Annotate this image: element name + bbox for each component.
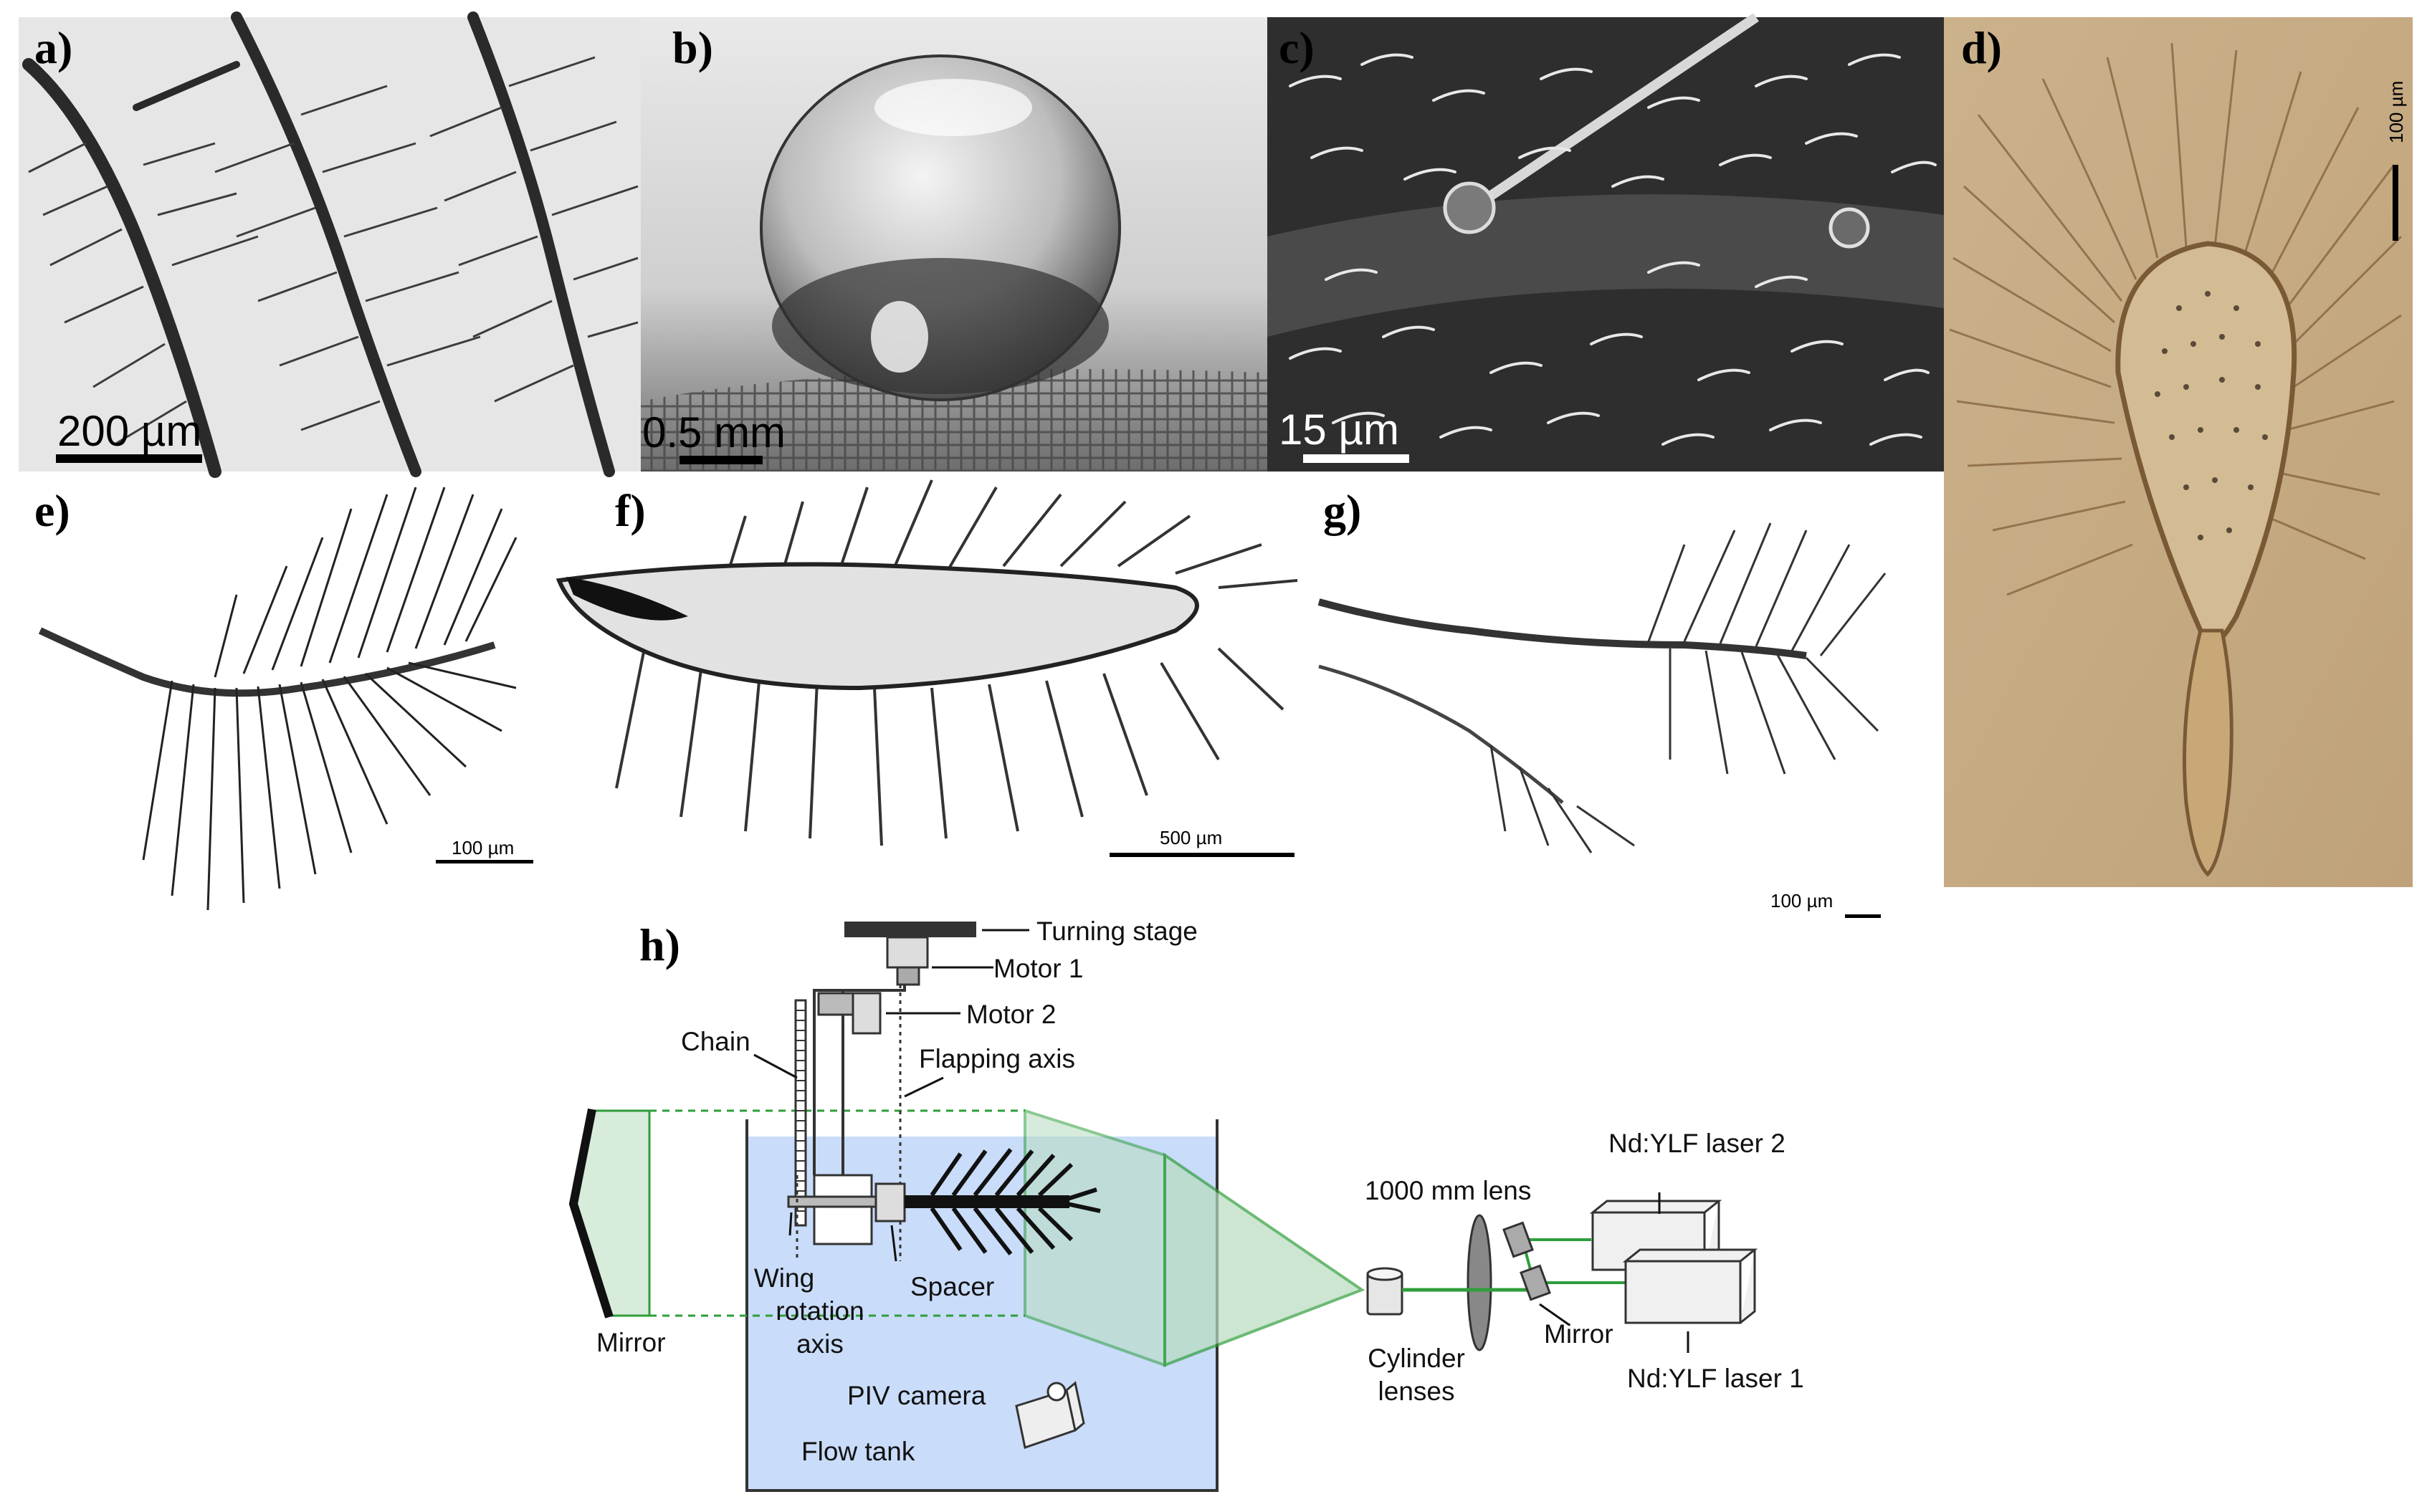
- laser-sheet-front: [1163, 1152, 1365, 1367]
- turning-stage-label: Turning stage: [1036, 917, 1198, 946]
- panel-c-scale-bar: [1303, 454, 1409, 463]
- cylinder-lenses-label-2: lenses: [1378, 1377, 1455, 1406]
- wing-g-hindwing: [1318, 664, 1564, 804]
- wing-f-bristles-bottom: [615, 644, 1284, 846]
- motor-2-mount: [817, 992, 854, 1016]
- panel-b-scale-bar: [680, 456, 763, 464]
- piv-camera-label: PIV camera: [847, 1381, 986, 1410]
- panel-f-scale-label: 500 µm: [1160, 827, 1222, 848]
- panel-e-scale-label: 100 µm: [452, 837, 514, 858]
- droplet-lower-band: [772, 258, 1109, 394]
- cylinder-lens-top: [1366, 1267, 1403, 1281]
- panel-g-label: g): [1323, 485, 1361, 536]
- wing-model-bristles: [930, 1148, 1101, 1255]
- piv-camera-lens: [1046, 1382, 1067, 1402]
- droplet-highlight: [874, 79, 1032, 136]
- panel-e-scale-bar: [436, 860, 533, 863]
- wing-g-bristles: [1489, 522, 1887, 853]
- mirror-left-label: Mirror: [596, 1328, 666, 1357]
- panel-b: 0.5 mm b): [641, 17, 1267, 472]
- panel-h: h) Mirror: [568, 917, 1804, 1492]
- panel-a: 200 µm a): [19, 11, 641, 478]
- laser2-label: Nd:YLF laser 2: [1608, 1129, 1785, 1158]
- panel-e-label: e): [34, 485, 70, 536]
- panel-g-scale-bar: [1845, 914, 1881, 918]
- wing-veins: [22, 11, 615, 478]
- wing-mount-box: [813, 1174, 873, 1245]
- pore-socket: [1828, 207, 1870, 249]
- panel-b-scale-label: 0.5 mm: [642, 408, 786, 456]
- label-pointers: [753, 929, 1689, 1353]
- cylinder-lenses-label-1: Cylinder: [1368, 1344, 1465, 1373]
- wing-f-bristles-top: [715, 479, 1298, 610]
- panel-c-label: c): [1279, 22, 1315, 73]
- wing-g-forewing: [1317, 598, 1807, 659]
- chain-links: [796, 1010, 806, 1212]
- wing-e-bristles: [142, 487, 518, 911]
- frame: [813, 985, 906, 1175]
- chain-label: Chain: [681, 1027, 750, 1056]
- right-mirror-2: [1520, 1264, 1551, 1301]
- lens-1000mm: [1467, 1214, 1492, 1351]
- panel-c: 15 µm c): [1267, 13, 1944, 472]
- laser1-label: Nd:YLF laser 1: [1627, 1364, 1804, 1393]
- panel-a-scale-bar: [56, 454, 202, 463]
- motor2-label: Motor 2: [966, 1000, 1056, 1029]
- wing-model-rod: [905, 1195, 1069, 1208]
- spacer-label: Spacer: [910, 1272, 994, 1301]
- panel-b-label: b): [672, 22, 713, 73]
- panel-d-scale-label: 100 µm: [2385, 81, 2407, 143]
- wing-e-body: [38, 627, 496, 697]
- motor-2: [852, 992, 882, 1035]
- panel-d-label: d): [1961, 22, 2002, 73]
- wing-rotation-axis-label-2: rotation: [776, 1296, 864, 1326]
- panel-c-scale-label: 15 µm: [1279, 406, 1399, 454]
- panel-h-label: h): [639, 919, 680, 970]
- laser-1-box: [1622, 1248, 1758, 1324]
- panel-g: 100 µm g): [1317, 485, 1887, 918]
- motor1-label: Motor 1: [993, 954, 1083, 983]
- fringe-setae: [1949, 42, 2403, 596]
- panel-g-scale-label: 100 µm: [1770, 890, 1833, 911]
- flapping-axis-label: Flapping axis: [919, 1044, 1075, 1073]
- blade-microsetae: [2155, 291, 2268, 540]
- motor-1-shaft: [896, 966, 920, 986]
- lens-1000mm-label: 1000 mm lens: [1365, 1176, 1531, 1205]
- motor-1: [886, 936, 929, 969]
- droplet-reflection: [871, 301, 928, 373]
- wing-rotation-axis-label-1: Wing: [754, 1263, 814, 1293]
- panel-f-label: f): [615, 485, 646, 536]
- wing-f-base: [566, 577, 688, 621]
- turning-stage: [844, 922, 976, 937]
- wing-f-blade: [556, 562, 1199, 691]
- wing-surface: [641, 369, 1267, 472]
- panel-e: 100 µm e): [34, 485, 533, 911]
- flow-tank-label: Flow tank: [801, 1437, 915, 1466]
- panel-a-scale-label: 200 µm: [57, 407, 201, 455]
- panel-d: 100 µm d): [1944, 17, 2413, 887]
- chain: [794, 999, 807, 1227]
- panel-a-label: a): [34, 22, 72, 73]
- wing-rotation-axis-label-3: axis: [796, 1329, 844, 1359]
- panel-d-scale-bar: [2393, 165, 2398, 241]
- spacer: [874, 1182, 906, 1222]
- mirror-right-label: Mirror: [1544, 1319, 1613, 1349]
- panel-f: 500 µm f): [556, 479, 1298, 857]
- sem-surface-ridge: [1267, 194, 1944, 337]
- left-mirror: [568, 1108, 614, 1319]
- right-mirror-1: [1502, 1221, 1534, 1258]
- wing-petiole: [2183, 628, 2233, 877]
- panel-f-scale-bar: [1110, 853, 1294, 857]
- bristle-socket: [1443, 181, 1496, 234]
- sheet-dashed-guides: [649, 1109, 1025, 1317]
- microtrichia: [1289, 53, 1937, 446]
- wing-rotation-shaft: [787, 1195, 883, 1208]
- setae: [28, 56, 639, 446]
